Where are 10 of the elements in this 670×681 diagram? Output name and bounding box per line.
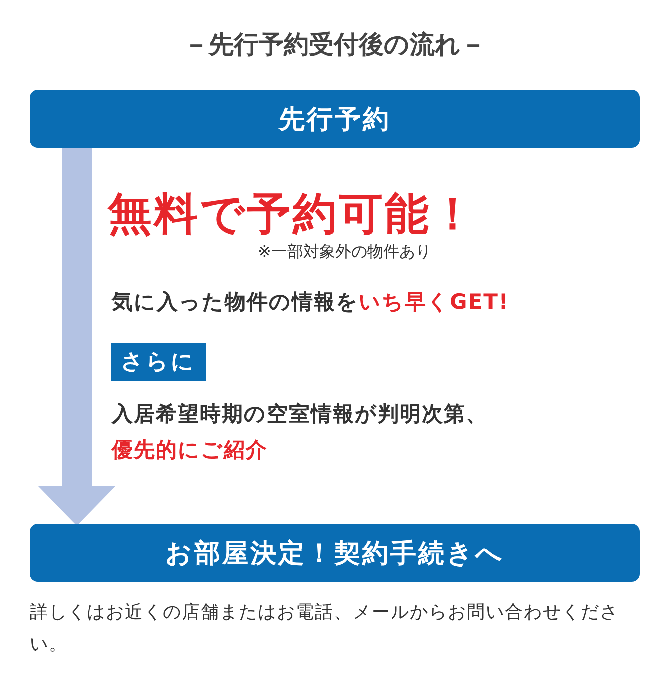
body-text: 気に入った物件の情報をいち早くGET! xyxy=(112,289,510,316)
title: －先行予約受付後の流れ－ xyxy=(183,29,487,61)
step-bar: お部屋決定！契約手続きへ xyxy=(30,524,640,582)
headline-text: 無料で予約可能！ xyxy=(108,188,477,242)
step-bar: 先行予約 xyxy=(30,90,640,148)
body-text: 入居希望時期の空室情報が判明次第、優先的にご紹介 xyxy=(112,401,489,464)
flow-arrow xyxy=(38,148,116,526)
tag-box: さらに xyxy=(111,343,206,381)
footer-text: 詳しくはお近くの店舗またはお電話、メールからお問い合わせください。 xyxy=(30,601,620,657)
note-text: ※一部対象外の物件あり xyxy=(258,242,432,263)
